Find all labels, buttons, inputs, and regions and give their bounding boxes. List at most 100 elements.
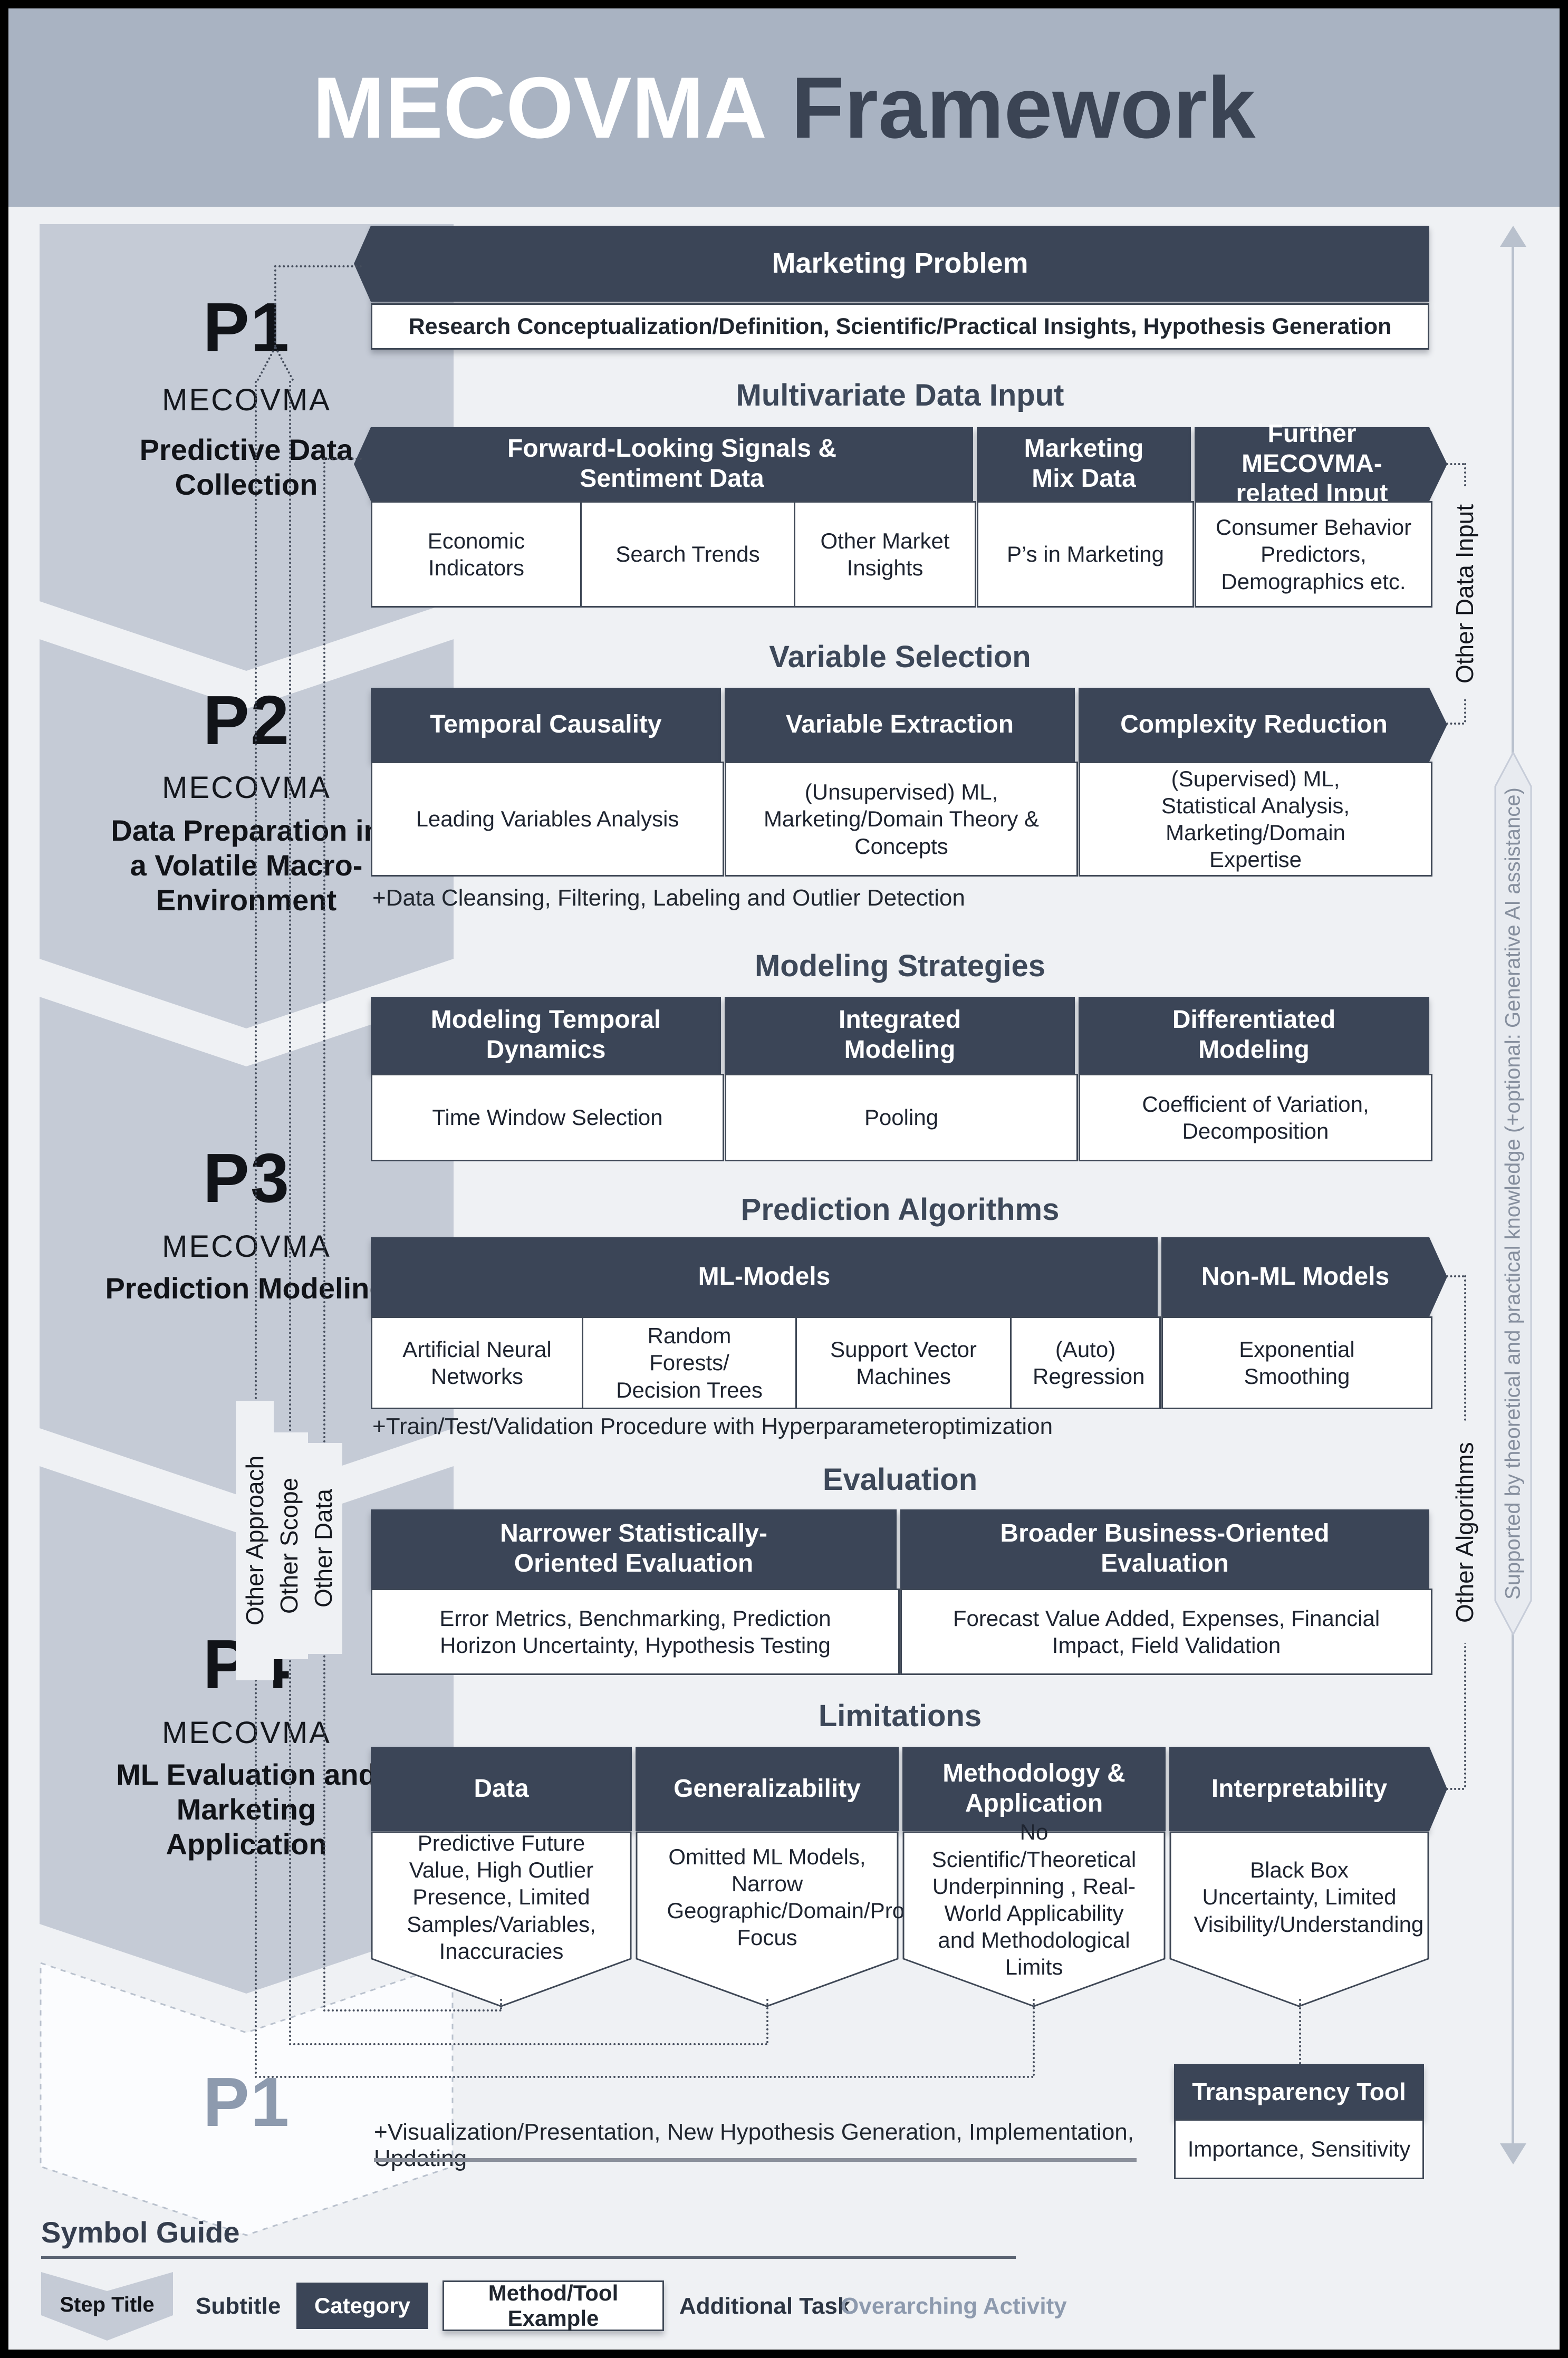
- phase-label: Predictive Data Collection: [139, 433, 353, 502]
- connector-stem: [274, 265, 276, 347]
- cell-text: (Supervised) ML, Statistical Analysis, M…: [1161, 766, 1350, 872]
- bracket-algorithms-top: [1446, 1275, 1464, 1277]
- cell-text: (Auto) Regression: [1033, 1336, 1145, 1389]
- banner-title: Marketing Problem: [772, 247, 1028, 280]
- section-heading-multivariate: Multivariate Data Input: [736, 378, 1064, 412]
- cell-text: Coefficient of Variation, Decomposition: [1142, 1091, 1369, 1143]
- column-header: Further MECOVMA-related Input: [1236, 420, 1388, 508]
- connector-other-data-line: [323, 458, 325, 2009]
- column-header: Interpretability: [1211, 1774, 1388, 1803]
- section-heading-variable-selection: Variable Selection: [769, 640, 1031, 674]
- chevron-shape: [40, 1466, 454, 1994]
- column-header: Forward-Looking Signals & Sentiment Data: [507, 435, 837, 493]
- modeling-cell-timewindow: Time Window Selection: [371, 1074, 724, 1161]
- legend-method: Method/Tool Example: [442, 2280, 664, 2331]
- modeling-header-integrated: Integrated Modeling: [725, 997, 1075, 1074]
- label-other-data-input: Other Data Input: [1446, 488, 1483, 699]
- phase-chevron-p3: P3 MECOVMA Prediction Modeling: [40, 997, 454, 1498]
- final-task-underline: [374, 2158, 1137, 2162]
- label-other-data: Other Data: [304, 1443, 342, 1654]
- ribbon-shape: [1494, 750, 1532, 1637]
- phase-label: Data Preparation in a Volatile Macro-Env…: [111, 814, 382, 917]
- label-other-approach: Other Approach: [236, 1401, 274, 1680]
- support-arrow-head-down: [1500, 2143, 1526, 2164]
- modeling-cell-pooling: Pooling: [725, 1074, 1078, 1161]
- modeling-header-temporal: Modeling Temporal Dynamics: [371, 997, 721, 1074]
- varsel-header-extraction: Variable Extraction: [725, 688, 1075, 762]
- cell-text: No Scientific/Theoretical Underpinning ,…: [931, 1820, 1137, 1980]
- connector-forward-tip: [323, 458, 362, 460]
- pointed-cell-shape: [636, 1831, 899, 2007]
- legend-step-title: Step Title: [41, 2272, 173, 2342]
- column-header: Complexity Reduction: [1120, 710, 1388, 738]
- connector-other-scope-line: [289, 381, 291, 2043]
- cell-text: P’s in Marketing: [1006, 542, 1165, 567]
- legend-subtitle: Subtitle: [196, 2293, 281, 2319]
- column-header: Modeling Temporal Dynamics: [430, 1006, 661, 1064]
- additional-task-train-test: +Train/Test/Validation Procedure with Hy…: [372, 1413, 1053, 1439]
- cell-text: Black Box Uncertainty, Limited Visibilit…: [1194, 1857, 1424, 1937]
- limit-cell-methodology: No Scientific/Theoretical Underpinning ,…: [902, 1820, 1166, 2007]
- label-other-scope: Other Scope: [270, 1432, 308, 1659]
- bracket-data-input-bottom: [1446, 723, 1464, 725]
- eval-header-narrower: Narrower Statistically-Oriented Evaluati…: [371, 1509, 897, 1589]
- column-header: Narrower Statistically-Oriented Evaluati…: [500, 1519, 767, 1577]
- cell-text: Consumer Behavior Predictors, Demographi…: [1215, 515, 1412, 594]
- pointed-cell-shape: [1169, 1831, 1429, 2007]
- pred-cell-autoreg: (Auto) Regression: [1010, 1316, 1161, 1409]
- phase-chevron-p1: P1 MECOVMA Predictive Data Collection: [40, 224, 454, 671]
- phase-label: Prediction Modeling: [105, 1272, 388, 1305]
- pred-cell-ann: Artificial Neural Networks: [371, 1316, 583, 1409]
- modeling-header-differentiated: Differentiated Modeling: [1079, 997, 1429, 1074]
- limit-cell-data: Predictive Future Value, High Outlier Pr…: [371, 1831, 632, 2007]
- multivariate-cell-ps: P’s in Marketing: [977, 501, 1194, 608]
- phase-program: MECOVMA: [162, 1716, 331, 1750]
- header-band: MECOVMA Framework: [8, 8, 1560, 207]
- bracket-algorithms-bottom: [1446, 1788, 1464, 1790]
- legend-overarching: Overarching Activity: [841, 2293, 1067, 2319]
- cell-text: Predictive Future Value, High Outlier Pr…: [407, 1830, 596, 1964]
- pointed-cell-shape: [371, 1831, 632, 2007]
- chevron-shape: [40, 997, 454, 1498]
- column-header: Methodology & Application: [942, 1759, 1126, 1817]
- detail-text: Research Conceptualization/Definition, S…: [408, 313, 1392, 339]
- multivariate-cell-consumer: Consumer Behavior Predictors, Demographi…: [1195, 501, 1432, 608]
- marketing-problem-detail: Research Conceptualization/Definition, S…: [371, 303, 1429, 350]
- additional-task-data-cleansing: +Data Cleansing, Filtering, Labeling and…: [372, 885, 965, 911]
- varsel-header-complexity: Complexity Reduction: [1079, 688, 1447, 762]
- step-line-other-approach: [255, 2076, 1034, 2078]
- cell-text: Omitted ML Models, Narrow Geographic/Dom…: [667, 1844, 953, 1950]
- chevron-shape-dashed: [40, 1961, 454, 2236]
- transparency-tool-header: Transparency Tool: [1174, 2064, 1424, 2119]
- pred-cell-expsmooth: Exponential Smoothing: [1161, 1316, 1432, 1409]
- label-other-algorithms: Other Algorithms: [1446, 1422, 1483, 1643]
- cell-text: Artificial Neural Networks: [402, 1336, 552, 1389]
- support-arrow-head-up: [1500, 226, 1526, 247]
- limit-header-generalizability: Generalizability: [636, 1747, 899, 1831]
- connector-other-approach-line: [255, 381, 257, 2076]
- varsel-header-temporal: Temporal Causality: [371, 688, 721, 762]
- cell-text: Time Window Selection: [432, 1105, 663, 1130]
- step-line-other-data: [323, 2009, 502, 2011]
- connector-marketing-tip: [274, 265, 362, 267]
- stub-interpretability-to-tool: [1299, 1999, 1301, 2064]
- pred-cell-svm: Support Vector Machines: [795, 1316, 1012, 1409]
- cell-text: Leading Variables Analysis: [416, 806, 679, 832]
- multivariate-header-mix: Marketing Mix Data: [977, 427, 1191, 501]
- column-header: Data: [474, 1774, 529, 1803]
- phase-code: P2: [203, 681, 291, 759]
- eval-cell-error-metrics: Error Metrics, Benchmarking, Prediction …: [371, 1589, 900, 1675]
- page-title: Framework: [791, 59, 1256, 156]
- column-header: Variable Extraction: [785, 710, 1014, 738]
- phase-program: MECOVMA: [162, 383, 331, 417]
- modeling-cell-coefficient: Coefficient of Variation, Decomposition: [1079, 1074, 1432, 1161]
- legend-chevron-shape: [41, 2272, 173, 2341]
- limit-cell-generalizability: Omitted ML Models, Narrow Geographic/Dom…: [636, 1831, 953, 2007]
- column-header: Integrated Modeling: [838, 1006, 961, 1064]
- multivariate-cell-search: Search Trends: [580, 501, 795, 608]
- legend-method-text: Method/Tool Example: [488, 2280, 619, 2331]
- additional-task-visualization: +Visualization/Presentation, New Hypothe…: [374, 2119, 1134, 2171]
- stub-methodology: [1033, 1999, 1035, 2076]
- varsel-cell-unsupervised: (Unsupervised) ML, Marketing/Domain Theo…: [725, 762, 1078, 877]
- legend-category: Category: [296, 2283, 428, 2329]
